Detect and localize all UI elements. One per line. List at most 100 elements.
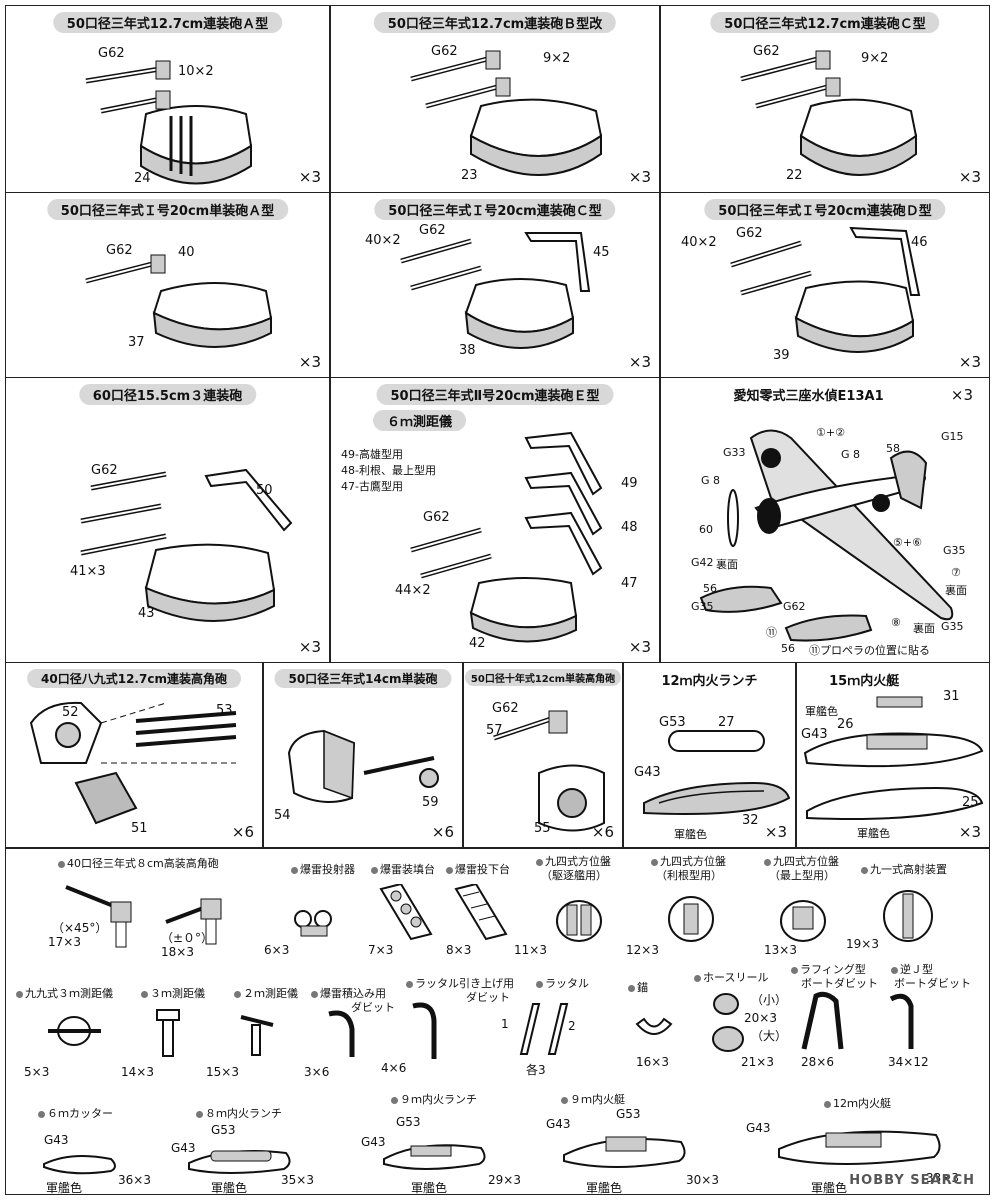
- turret-drawing: [740, 50, 918, 176]
- panel-b-turret: 50口径三年式12.7cm連装砲Ｂ型改 G62 9×2 23 ×3: [330, 5, 660, 193]
- item-type94-tone-sub: （利根型用）: [656, 869, 722, 882]
- davit-drawing: [328, 1010, 355, 1057]
- qty-13: 13×3: [764, 943, 797, 957]
- item-anchor: 錨: [628, 979, 648, 995]
- qty-6: 6×3: [264, 943, 290, 957]
- label-part-barrel: 44×2: [395, 583, 431, 598]
- item-8m-launch: ８ｍ内火ランチ: [196, 1105, 282, 1121]
- panel-title: 50口径三年式12.7cm連装砲Ａ型: [52, 12, 283, 33]
- ladder-2: 2: [568, 1019, 576, 1033]
- 12cm-aa-drawing: [493, 710, 605, 832]
- paint-g43: G43: [746, 1121, 771, 1135]
- turret-drawing: [410, 50, 603, 176]
- panel-title: 50口径三年式Ⅱ号20cm連装砲Ｅ型: [376, 384, 614, 405]
- qty-34: 34×12: [888, 1055, 929, 1069]
- item-dc-rack: 爆雷投下台: [446, 861, 510, 877]
- item-type94-mogami-sub: （最上型用）: [769, 869, 835, 882]
- bullet-icon: [311, 990, 318, 998]
- qty-20: 20×3: [744, 1011, 777, 1025]
- quantity: ×3: [298, 353, 321, 371]
- label-paint-g35-a: G35: [943, 544, 966, 557]
- label-paint: G62: [419, 223, 446, 238]
- label-paint: G62: [423, 510, 450, 525]
- quantity: ×3: [958, 823, 981, 841]
- color-battleship: 軍艦色: [411, 1181, 448, 1195]
- panel-15m-boat: 15ｍ内火艇 31 軍艦色 26 G43 25 軍艦色 ×3: [796, 662, 990, 848]
- label-part-56-b: 56: [781, 642, 795, 655]
- bullet-icon: [406, 980, 413, 988]
- bullet-icon: [536, 980, 543, 988]
- label-part-59: 59: [422, 795, 439, 810]
- boat-drawing: [778, 1130, 941, 1165]
- label-paint-g43: G43: [801, 727, 828, 742]
- label-paint-g15: G15: [941, 430, 964, 443]
- qty-12: 12×3: [626, 943, 659, 957]
- hose-reel-drawing: [712, 993, 744, 1052]
- qty-18: 18×3: [161, 945, 194, 959]
- panel-title: 15ｍ内火艇: [829, 674, 900, 689]
- panel-seaplane: 愛知零式三座水偵E13A1 ×3 ①+② G33 G 8 58 G15 G 8 …: [660, 377, 990, 663]
- color-battleship: 軍艦色: [586, 1181, 623, 1195]
- item-type94-mogami: 九四式方位盤: [764, 853, 839, 869]
- davit-drawing: [889, 993, 914, 1049]
- quantity: ×3: [764, 823, 787, 841]
- label-part-55: 55: [534, 821, 551, 836]
- hose-small: （小）: [751, 993, 788, 1007]
- item-type94-destroyer: 九四式方位盤: [536, 853, 611, 869]
- boat-drawing: [563, 1136, 686, 1168]
- bullet-icon: [141, 990, 148, 998]
- item-3m-rangefinder: ３ｍ測距儀: [141, 985, 205, 1001]
- note-tone-mogami: 48-利根、最上型用: [341, 464, 436, 477]
- label-paint: G62: [98, 46, 125, 61]
- item-dc-loader: 爆雷装填台: [371, 861, 435, 877]
- label-part-barrel: 10×2: [178, 64, 214, 79]
- panel-title: 50口径三年式Ｉ号20cm連装砲Ｃ型: [374, 199, 616, 220]
- item-type91-aa: 九一式高射装置: [861, 861, 947, 877]
- label-part-barrel: 9×2: [861, 51, 889, 66]
- panel-subtitle: ６ｍ測距儀: [373, 410, 467, 431]
- bullet-icon: [824, 1100, 831, 1108]
- label-paint: G62: [106, 243, 133, 258]
- item-luffing-davit-sub: ボートダビット: [801, 977, 878, 990]
- qty-35: 35×3: [281, 1173, 314, 1187]
- panel-title: 50口径三年式14cm単装砲: [274, 669, 452, 688]
- label-propeller-note: ⑪プロペラの位置に貼る: [809, 644, 930, 657]
- label-paint-g42: G42: [691, 556, 714, 569]
- note-furutaka: 47-古鷹型用: [341, 480, 403, 493]
- label-part-27: 27: [718, 715, 735, 730]
- bullet-icon: [791, 966, 798, 974]
- rangefinder-drawing: [156, 1009, 180, 1057]
- label-part-base: 22: [786, 168, 803, 183]
- qty-8cm-45: （×45°）: [52, 921, 108, 935]
- qty-36: 36×3: [118, 1173, 151, 1187]
- label-part-base: 24: [134, 171, 151, 186]
- label-underside-a: 裏面: [716, 558, 738, 571]
- boat-drawing: [803, 696, 984, 820]
- panel-title: 50口径三年式Ｉ号20cm連装砲Ｄ型: [704, 199, 946, 220]
- label-decal-1-2: ①+②: [816, 426, 845, 439]
- paint-g43: G43: [44, 1133, 69, 1147]
- panel-12cm-aa: 50口径十年式12cm単装高角砲 G62 57 55 ×6: [463, 662, 623, 848]
- rangefinder-drawing: [240, 1015, 274, 1056]
- label-part-54: 54: [274, 808, 291, 823]
- label-paint: G62: [492, 701, 519, 716]
- qty-14: 14×3: [121, 1065, 154, 1079]
- item-luffing-davit: ラフィング型: [791, 961, 866, 977]
- ladder-drawing: [519, 1003, 569, 1055]
- label-paint-g35-c: G35: [941, 620, 964, 633]
- panel-20cm-single: 50口径三年式Ｉ号20cm単装砲Ａ型 G62 40 37 ×3: [5, 192, 330, 378]
- qty-33: 33×3: [926, 1171, 959, 1185]
- quantity: ×3: [298, 168, 321, 186]
- turret-drawing: [85, 254, 273, 348]
- label-paint-g43: G43: [634, 765, 661, 780]
- turret-drawing: [85, 60, 253, 185]
- label-part-31: 31: [943, 689, 960, 704]
- label-paint: G62: [91, 463, 118, 478]
- panel-c-turret: 50口径三年式12.7cm連装砲Ｃ型 G62 9×2 22 ×3: [660, 5, 990, 193]
- paint-g53: G53: [396, 1115, 421, 1129]
- aa-director-drawing: [883, 890, 933, 942]
- davit-drawing: [801, 991, 844, 1050]
- label-color-battleship-a: 軍艦色: [805, 705, 838, 718]
- item-hose-reel: ホースリール: [694, 969, 768, 985]
- hose-large: （大）: [751, 1029, 788, 1043]
